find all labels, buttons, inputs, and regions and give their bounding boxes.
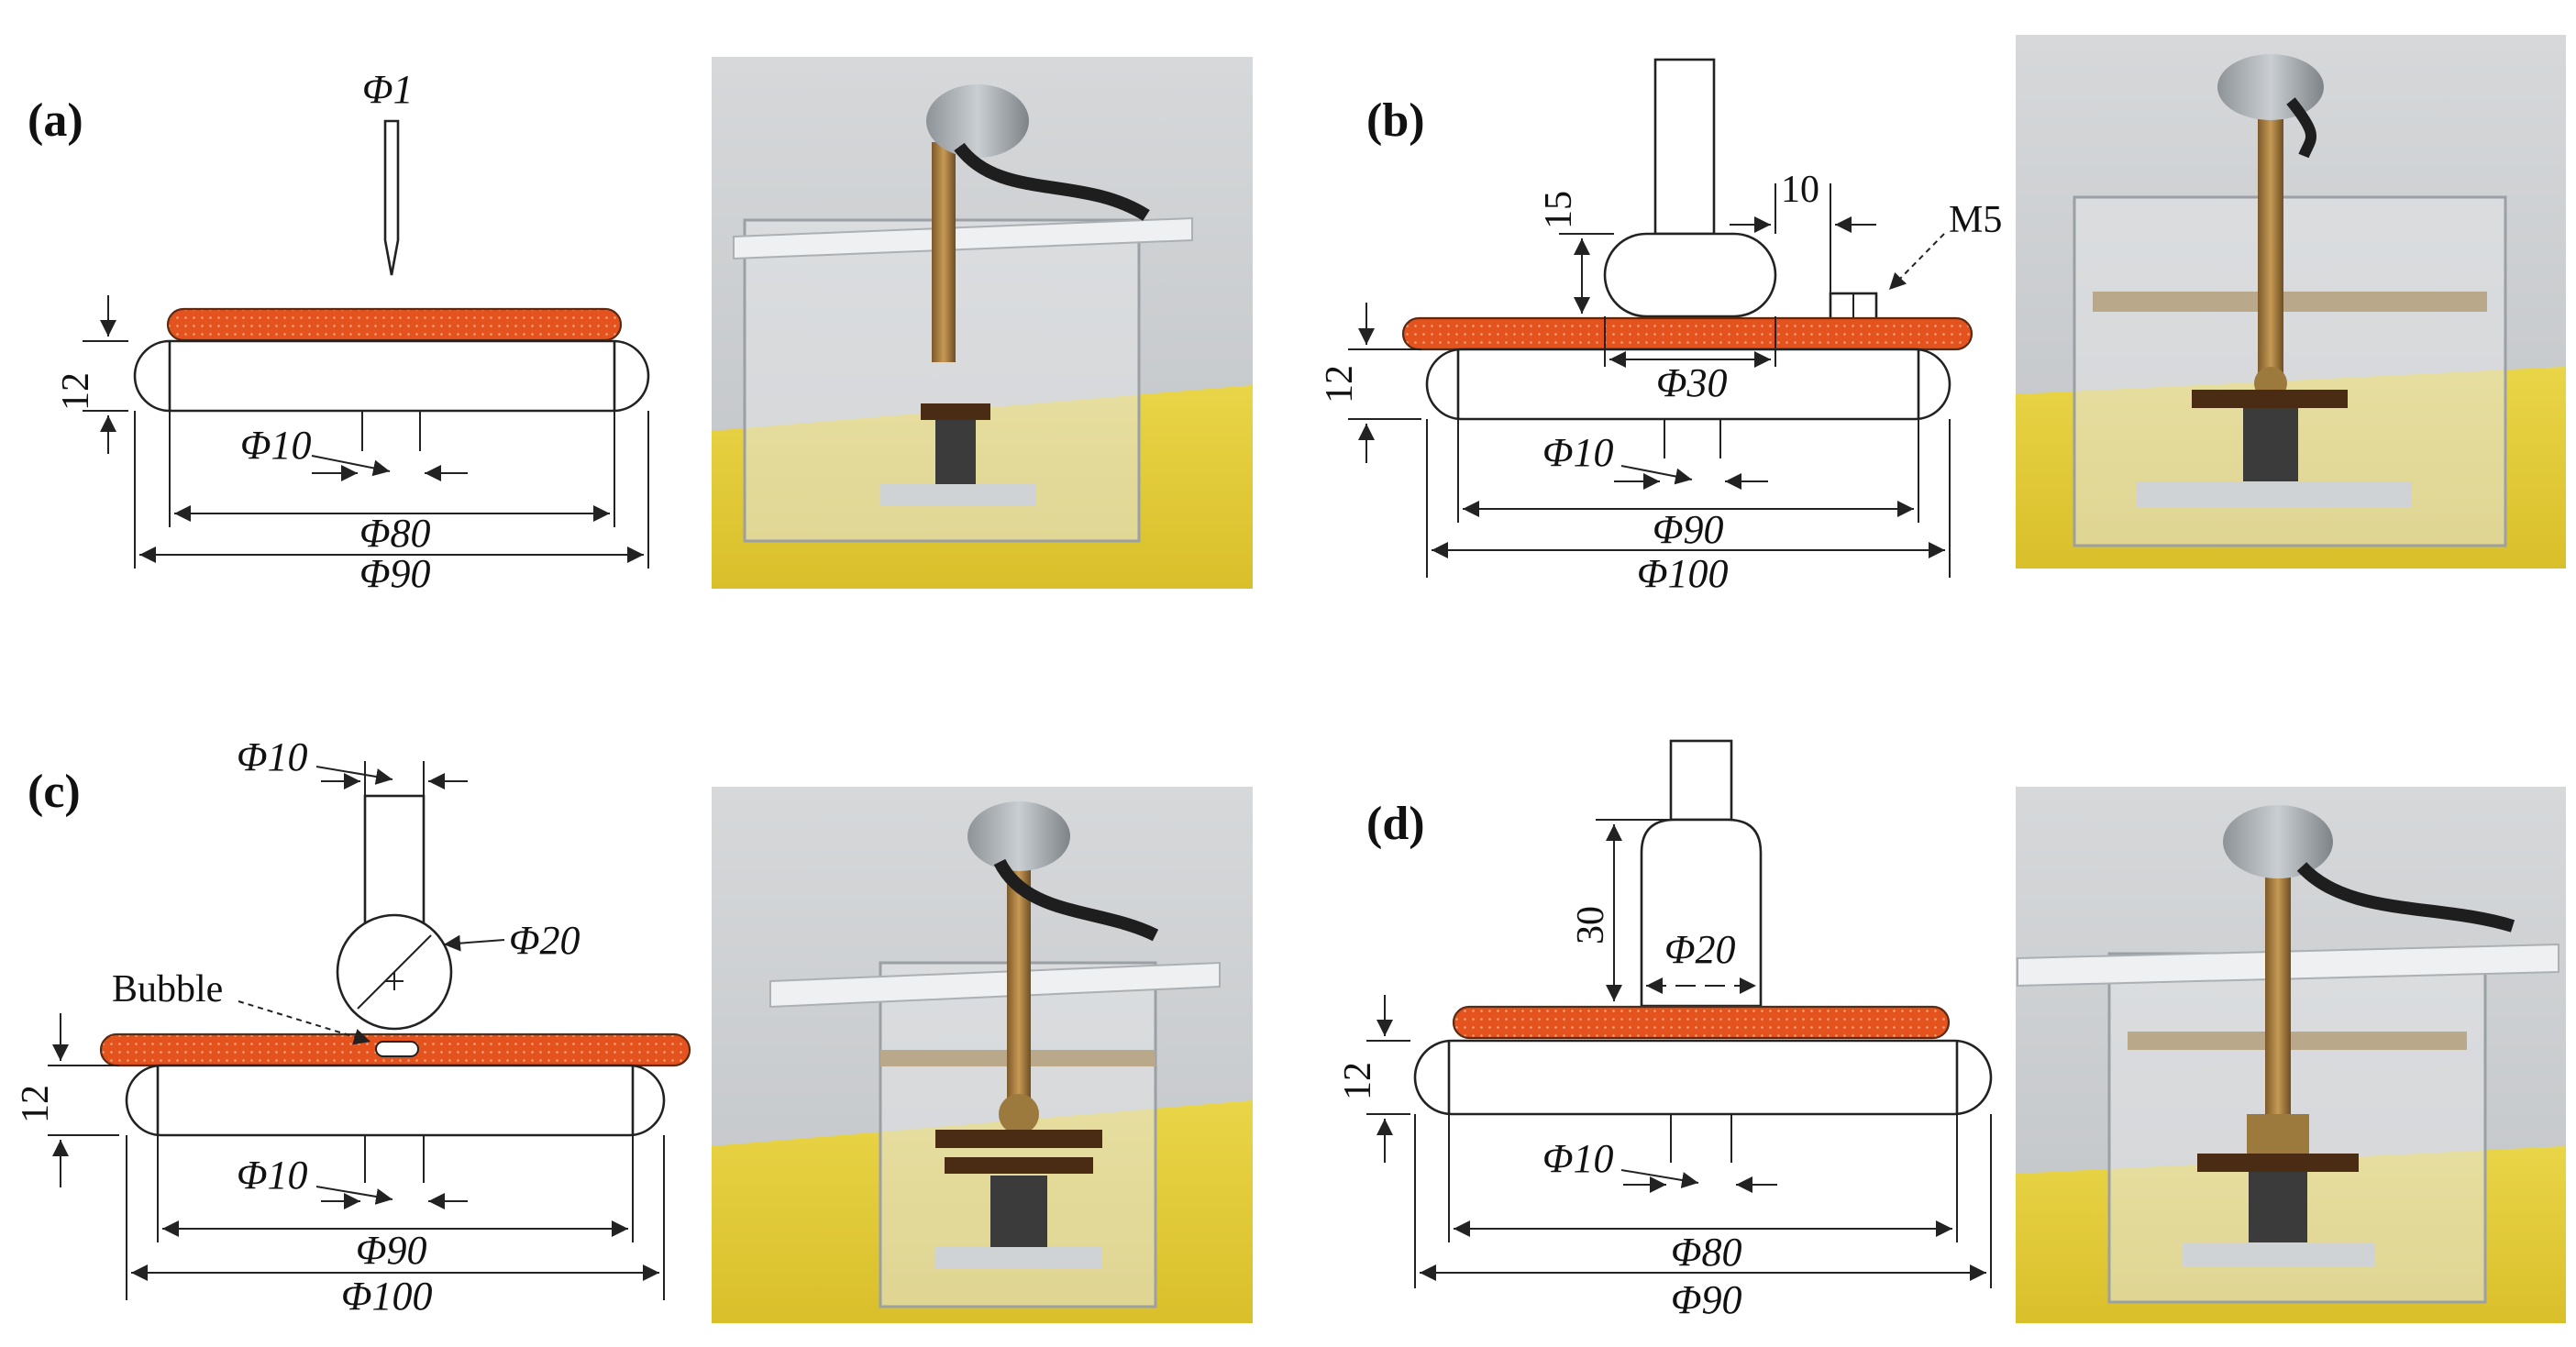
rod-diameter-label: Φ10 <box>237 734 308 779</box>
outer-diameter-label: Φ90 <box>1671 1277 1742 1322</box>
panel-b: (b) 15 10 M5 Φ30 12 <box>1319 58 2002 596</box>
panel-a: (a) Φ1 12 Φ10 Φ80 Φ90 <box>28 67 650 596</box>
hole-diameter-label: Φ10 <box>1542 1136 1614 1181</box>
panel-c: (c) Φ10 Φ20 Bubble 12 Φ10 <box>15 734 691 1319</box>
panel-d: (d) 30 Φ20 12 Φ10 Φ80 <box>1337 739 1993 1322</box>
electrode-stem <box>1653 58 1716 236</box>
outer-diameter-label: Φ100 <box>1637 551 1729 596</box>
ground-plate <box>1425 348 1951 421</box>
height-label: 15 <box>1538 191 1580 229</box>
needle-electrode <box>383 119 400 276</box>
gap-label: 10 <box>1781 169 1819 211</box>
photo-d <box>2016 787 2566 1323</box>
bubble <box>375 1041 419 1057</box>
inner-diameter-label: Φ80 <box>359 511 431 556</box>
sample-film <box>166 307 623 342</box>
inner-diameter-label: Φ80 <box>1671 1230 1742 1275</box>
photo-a <box>712 57 1253 589</box>
hole-diameter-label: Φ10 <box>237 1153 308 1198</box>
photo-b <box>2016 35 2566 569</box>
outer-diameter-label: Φ90 <box>359 551 431 596</box>
thickness-label: 12 <box>1319 365 1361 403</box>
ground-plate <box>133 339 650 413</box>
hole-diameter-label: Φ10 <box>1542 430 1614 475</box>
thickness-label: 12 <box>55 372 97 411</box>
disc-electrode <box>1603 232 1777 318</box>
thickness-label: 12 <box>15 1085 57 1123</box>
bubble-label: Bubble <box>112 968 223 1010</box>
panel-c-label: (c) <box>28 766 81 818</box>
sample-film <box>1452 1005 1951 1040</box>
thread-label: M5 <box>1949 199 2002 241</box>
electrode-diameter-label: Φ30 <box>1656 360 1728 405</box>
cylinder-electrode <box>1640 818 1763 1008</box>
sphere-diameter-label: Φ20 <box>509 918 580 963</box>
sample-film <box>1401 316 1973 351</box>
needle-diameter-label: Φ1 <box>362 67 414 112</box>
hole-diameter-label: Φ10 <box>240 423 312 468</box>
ground-plate <box>1413 1039 1993 1116</box>
outer-diameter-label: Φ100 <box>341 1274 433 1319</box>
panel-b-label: (b) <box>1366 94 1425 147</box>
thickness-label: 12 <box>1337 1062 1379 1100</box>
electrode-stem <box>1669 739 1733 822</box>
height-label: 30 <box>1570 906 1612 944</box>
electrode-rod <box>363 794 426 935</box>
inner-diameter-label: Φ90 <box>1653 507 1724 552</box>
panel-a-label: (a) <box>28 94 83 147</box>
electrode-diameter-label: Φ20 <box>1664 927 1736 972</box>
inner-diameter-label: Φ90 <box>356 1228 427 1273</box>
ground-plate <box>125 1064 666 1137</box>
photo-c <box>712 787 1253 1323</box>
panel-d-label: (d) <box>1366 798 1425 850</box>
